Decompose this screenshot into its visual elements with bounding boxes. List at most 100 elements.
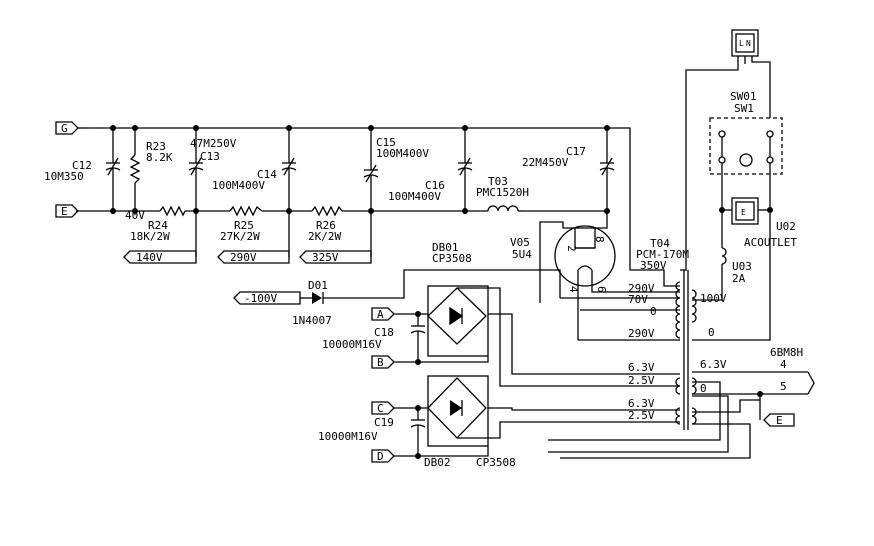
capacitor-c15: C15 100M400V — [363, 128, 429, 257]
c13-ref: C13 — [200, 150, 220, 163]
top-rail — [90, 127, 631, 258]
c19-ref: C19 — [374, 416, 394, 429]
port-neg100v-label: -100V — [244, 292, 277, 305]
d01-val: 1N4007 — [292, 314, 332, 327]
c15-ref: C15 — [376, 136, 396, 149]
pri-100v: 100V — [700, 292, 727, 305]
pin-4: 4 — [780, 358, 787, 371]
c16-ref: C16 — [425, 179, 445, 192]
t04-350v: 350V — [640, 259, 667, 272]
t04-ref: T04 — [650, 237, 670, 250]
plug-l: L — [739, 39, 744, 48]
capacitor-c13: 47M250V C13 — [188, 128, 237, 257]
db02-ref: DB02 — [424, 456, 451, 469]
t03-val: PMC1520H — [476, 186, 529, 199]
v05-val: 5U4 — [512, 248, 532, 261]
pri-0: 0 — [708, 326, 715, 339]
capacitor-c18: A B C18 10000M16V — [322, 307, 489, 369]
db01-ref: DB01 — [432, 241, 459, 254]
port-290v: 290V — [217, 250, 290, 264]
r23-ref: R23 — [146, 140, 166, 153]
c12-ref: C12 — [72, 159, 92, 172]
secondary-wiring — [548, 258, 760, 459]
resistor-r25: R25 27K/2W — [220, 205, 263, 243]
port-290v-label: 290V — [230, 251, 257, 264]
capacitor-c12: C12 10M350 — [44, 128, 121, 211]
node-40v: 40V — [125, 209, 145, 222]
sec-2.5v-b: 2.5V — [628, 409, 655, 422]
outlet-u02: E U02 ACOUTLET — [719, 197, 797, 249]
c16-val: 100M400V — [388, 190, 441, 203]
db01-val: CP3508 — [432, 252, 472, 265]
r26-ref: R26 — [316, 219, 336, 232]
out-6.3v: 6.3V — [700, 358, 727, 371]
mains-plug: L N — [680, 29, 771, 271]
port-e-left: E — [55, 204, 79, 218]
c13-val: 47M250V — [190, 137, 237, 150]
tube-pin-8: 8 — [593, 236, 606, 243]
choke-t03: T03 PMC1520H — [476, 175, 529, 212]
port-a-label: A — [377, 308, 384, 321]
v05-ref: V05 — [510, 236, 530, 249]
resistor-r24: 40V R24 18K/2W — [125, 205, 186, 243]
sec-2.5v-a: 2.5V — [628, 374, 655, 387]
switch-sw01: SW01 SW1 — [692, 90, 783, 341]
port-140v: 140V — [123, 250, 197, 264]
c18-ref: C18 — [374, 326, 394, 339]
junction-dots — [110, 125, 610, 459]
u03-val: 2A — [732, 272, 746, 285]
t03-ref: T03 — [488, 175, 508, 188]
port-c-label: C — [377, 402, 384, 415]
c15-val: 100M400V — [376, 147, 429, 160]
c14-val: 100M400V — [212, 179, 265, 192]
sec-0-a: 0 — [650, 305, 657, 318]
outlet-e: E — [741, 208, 746, 217]
port-d-label: D — [377, 450, 384, 463]
tube-6bm8h: 6BM8H — [770, 346, 803, 359]
r25-val: 27K/2W — [220, 230, 260, 243]
sec-6.3v-a: 6.3V — [628, 361, 655, 374]
port-b-label: B — [377, 356, 384, 369]
port-e-left-label: E — [61, 205, 68, 218]
transformer-t04: T04 PCM-170M 350V 290V 70V 0 290V 6.3V 2… — [628, 237, 727, 430]
u02-val: ACOUTLET — [744, 236, 797, 249]
bridge-db01: DB01 CP3508 — [403, 241, 561, 357]
capacitor-c17: C17 22M450V — [522, 128, 615, 211]
capacitor-c19: C D C19 10000M16V — [318, 401, 489, 463]
c18-val: 10000M16V — [322, 338, 382, 351]
bridge-ac-leads — [457, 287, 548, 439]
port-325v-label: 325V — [312, 251, 339, 264]
sec-70v: 70V — [628, 293, 648, 306]
tube-pin-4: 4 — [567, 286, 580, 293]
port-140v-label: 140V — [136, 251, 163, 264]
heater-output: 6.3V 0 4 5 6BM8H E — [692, 346, 815, 427]
sec-290v-b: 290V — [628, 327, 655, 340]
sec-6.3v-b: 6.3V — [628, 397, 655, 410]
db02-val: CP3508 — [476, 456, 516, 469]
tube-pin-6: 6 — [595, 286, 608, 293]
port-e-right-label: E — [776, 414, 783, 427]
port-g: G — [55, 121, 90, 135]
resistor-r23: R23 8.2K — [129, 128, 173, 211]
out-0: 0 — [700, 382, 707, 395]
d01-ref: D01 — [308, 279, 328, 292]
u02-ref: U02 — [776, 220, 796, 233]
sw01-ref: SW01 — [730, 90, 757, 103]
r26-val: 2K/2W — [308, 230, 341, 243]
c19-val: 10000M16V — [318, 430, 378, 443]
port-g-label: G — [61, 122, 68, 135]
fuse-u03: U03 2A — [692, 210, 752, 301]
r25-ref: R25 — [234, 219, 254, 232]
r24-ref: R24 — [148, 219, 168, 232]
resistor-r26: R26 2K/2W — [308, 205, 343, 243]
c12-val: 10M350 — [44, 170, 84, 183]
pin-5: 5 — [780, 380, 787, 393]
sw01-val: SW1 — [734, 102, 754, 115]
r23-val: 8.2K — [146, 151, 173, 164]
c17-ref: C17 — [566, 145, 586, 158]
diode-d01: -100V D01 1N4007 — [233, 278, 405, 327]
port-325v: 325V — [299, 250, 372, 264]
r24-val: 18K/2W — [130, 230, 170, 243]
